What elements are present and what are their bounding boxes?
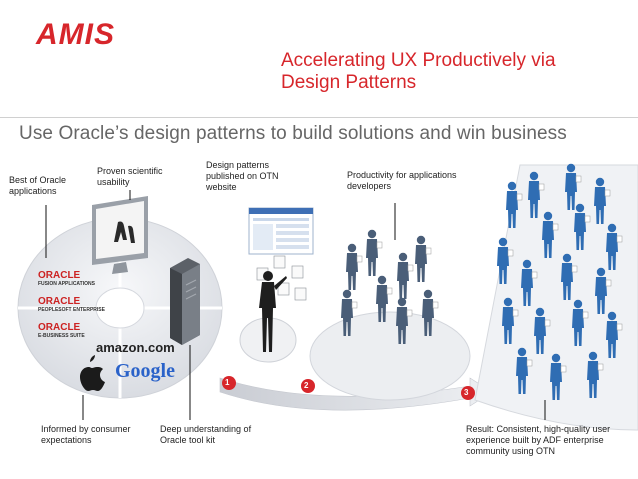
- step-1-label: 1: [225, 378, 230, 387]
- label-oracle-toolkit: Deep understanding of Oracle tool kit: [160, 424, 252, 445]
- amis-logo: AMIS: [36, 18, 115, 51]
- oracle-peoplesoft-caption: PEOPLESOFT ENTERPRISE: [38, 307, 105, 313]
- google-logo: Google: [115, 360, 175, 382]
- label-best-of-oracle: Best of Oracle applications: [9, 175, 67, 196]
- community-disc: [474, 164, 638, 431]
- step-2-label: 2: [304, 381, 309, 390]
- label-result: Result: Consistent, high-quality user ex…: [466, 424, 611, 456]
- oracle-wordmark: ORACLE: [38, 270, 81, 281]
- server-icon: [170, 258, 200, 345]
- design-patterns-disc: [239, 317, 297, 363]
- developers-disc: [309, 311, 471, 401]
- oracle-fusion-caption: FUSION APPLICATIONS: [38, 281, 95, 287]
- presenter-figure: [259, 271, 287, 352]
- oracle-wordmark: ORACLE: [38, 322, 81, 333]
- step-3-label: 3: [464, 388, 469, 397]
- label-productivity: Productivity for applications developers: [347, 170, 457, 191]
- oracle-wordmark: ORACLE: [38, 296, 81, 307]
- header-divider: [0, 117, 638, 118]
- label-proven-usability: Proven scientific usability: [97, 166, 163, 187]
- pointer-lines: [45, 190, 546, 420]
- oracle-fusion-logo: ORACLE FUSION APPLICATIONS: [38, 270, 95, 287]
- apple-logo-icon: [80, 355, 105, 391]
- otn-website-icon: [248, 207, 314, 255]
- title-line-2: Design Patterns: [281, 72, 417, 93]
- label-design-patterns: Design patterns published on OTN website: [206, 160, 279, 192]
- oracle-ebs-caption: E-BUSINESS SUITE: [38, 333, 85, 339]
- label-consumer-expectations: Informed by consumer expectations: [41, 424, 131, 445]
- step-markers: [222, 376, 475, 400]
- monitor-icon: [92, 196, 148, 274]
- slide-title: Accelerating UX Productively via Design …: [281, 50, 631, 94]
- slide-subtitle: Use Oracle’s design patterns to build so…: [19, 123, 567, 144]
- amazon-logo: amazon.com: [96, 340, 175, 355]
- oracle-ebs-logo: ORACLE E-BUSINESS SUITE: [38, 322, 85, 339]
- title-line-1: Accelerating UX Productively via: [281, 50, 556, 71]
- oracle-peoplesoft-logo: ORACLE PEOPLESOFT ENTERPRISE: [38, 296, 105, 313]
